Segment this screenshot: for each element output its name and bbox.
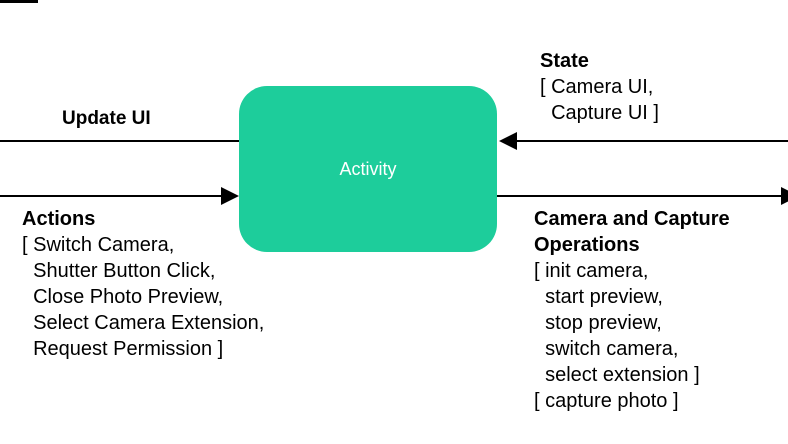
state-title: State	[540, 50, 589, 72]
state-arrow-line	[515, 140, 788, 142]
camera-ops-line: [ capture photo ]	[534, 390, 679, 412]
actions-arrow-line	[0, 195, 223, 197]
camera-ops-line: [ init camera,	[534, 260, 649, 282]
update-ui-label: Update UI	[62, 108, 151, 129]
actions-line: Request Permission ]	[22, 338, 224, 360]
camera-ops-arrowhead-right-icon	[781, 187, 788, 205]
state-line: [ Camera UI,	[540, 76, 654, 98]
camera-ops-line: select extension ]	[534, 364, 700, 386]
camera-ops-label-block: Camera and Capture Operations [ init cam…	[534, 206, 766, 414]
camera-ops-line: switch camera,	[534, 338, 679, 360]
camera-ops-arrow-line	[497, 195, 788, 197]
actions-line: [ Switch Camera,	[22, 234, 175, 256]
camera-ops-title: Camera and Capture Operations	[534, 208, 730, 256]
actions-label-block: Actions [ Switch Camera, Shutter Button …	[22, 206, 322, 362]
state-label-block: State [ Camera UI, Capture UI ]	[540, 48, 659, 126]
actions-arrowhead-right-icon	[221, 187, 239, 205]
activity-box: Activity	[239, 86, 497, 252]
top-left-crop-mark	[0, 0, 38, 3]
camera-ops-line: stop preview,	[534, 312, 662, 334]
actions-title: Actions	[22, 208, 96, 230]
actions-line: Shutter Button Click,	[22, 260, 216, 282]
update-ui-arrow-line	[0, 140, 239, 142]
camera-ops-line: start preview,	[534, 286, 663, 308]
state-line: Capture UI ]	[540, 102, 659, 124]
actions-line: Close Photo Preview,	[22, 286, 224, 308]
actions-line: Select Camera Extension,	[22, 312, 265, 334]
activity-label: Activity	[339, 158, 397, 179]
state-arrowhead-left-icon	[499, 132, 517, 150]
